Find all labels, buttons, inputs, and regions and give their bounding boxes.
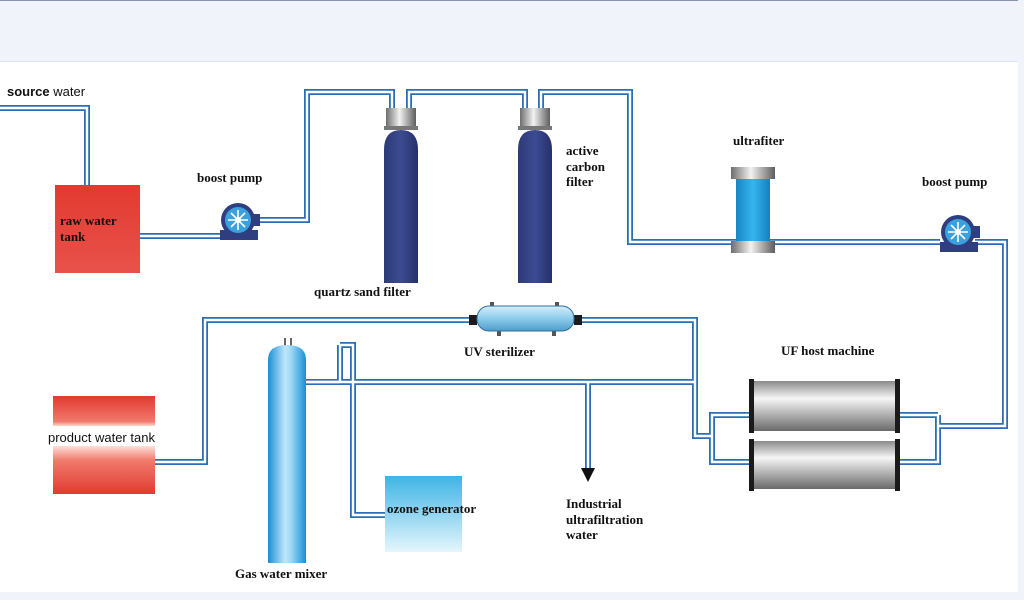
boost-pump-right-label: boost pump (922, 174, 988, 189)
gas-water-mixer-label: Gas water mixer (235, 566, 328, 581)
bottom-band (0, 592, 1024, 600)
filter-tank-icon (518, 108, 552, 283)
membrane-module-icon (749, 439, 900, 491)
product-water-tank-label: product water tank (48, 430, 155, 445)
product-water-tank-bottom (53, 446, 155, 494)
source-water-bold: source (7, 84, 50, 99)
pump-icon (940, 215, 980, 252)
uv-sterilizer-icon (469, 302, 582, 336)
quartz-sand-filter-label: quartz sand filter (314, 284, 411, 299)
uv-sterilizer-label: UV sterilizer (464, 344, 535, 359)
active-carbon-filter-label: active carbon filter (566, 143, 605, 190)
ultrafilter-unit (731, 167, 775, 253)
product-water-tank-top (53, 396, 155, 426)
gas-water-mixer (268, 338, 306, 563)
raw-water-tank-label: raw water tank (60, 213, 117, 244)
right-band (1018, 0, 1024, 600)
raw-water-tank (55, 185, 140, 273)
ozone-generator-label: ozone generator (387, 501, 477, 516)
source-water-rest: water (53, 84, 86, 99)
pump-icon (220, 203, 260, 240)
top-band (0, 0, 1024, 62)
pipes (0, 89, 1008, 518)
source-water-label: source water (7, 84, 85, 100)
outlet-arrow-icon (581, 468, 595, 482)
boost-pump-left-label: boost pump (197, 170, 263, 185)
industrial-water-label: Industrial ultrafiltration water (566, 496, 644, 543)
filter-tank-icon (384, 108, 418, 283)
ultrafilter-label: ultrafiter (733, 133, 785, 148)
uf-host-machine-label: UF host machine (781, 343, 875, 358)
membrane-module-icon (749, 379, 900, 433)
ozone-generator (385, 476, 462, 552)
